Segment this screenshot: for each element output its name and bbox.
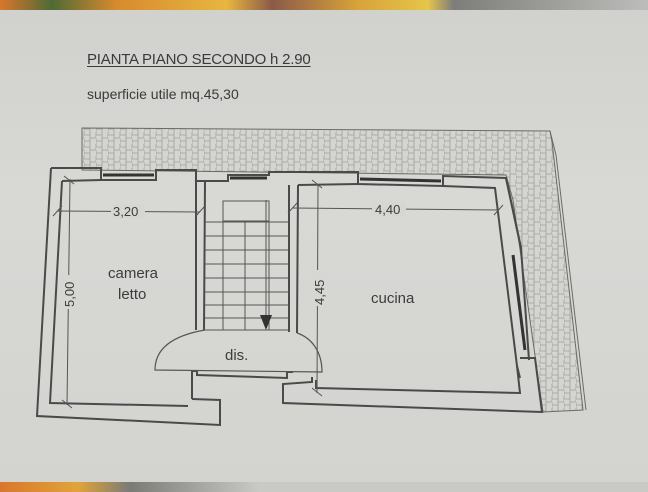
dimension-labels: 3,20 4,40 5,00 4,45 xyxy=(60,202,406,309)
room-label-letto: letto xyxy=(118,286,146,303)
landing-outline xyxy=(154,329,323,373)
background-tablecloth-bottom xyxy=(0,482,648,492)
staircase xyxy=(205,200,289,331)
room-label-dis: dis. xyxy=(225,347,248,364)
room-label-cucina: cucina xyxy=(371,290,415,307)
plan-surface-area: superficie utile mq.45,30 xyxy=(87,86,239,102)
stairs-down-arrow-icon xyxy=(260,315,272,330)
dim-cucina-width: 4,40 xyxy=(375,202,400,217)
dim-camera-width: 3,20 xyxy=(113,204,138,219)
dim-cucina-depth: 4,45 xyxy=(312,280,327,305)
walls xyxy=(35,167,544,427)
plan-title: PIANTA PIANO SECONDO h 2.90 xyxy=(87,51,311,68)
dim-camera-depth: 5,00 xyxy=(62,282,77,307)
background-tablecloth-top xyxy=(0,0,648,12)
room-label-camera: camera xyxy=(108,265,159,282)
windows xyxy=(103,173,527,351)
